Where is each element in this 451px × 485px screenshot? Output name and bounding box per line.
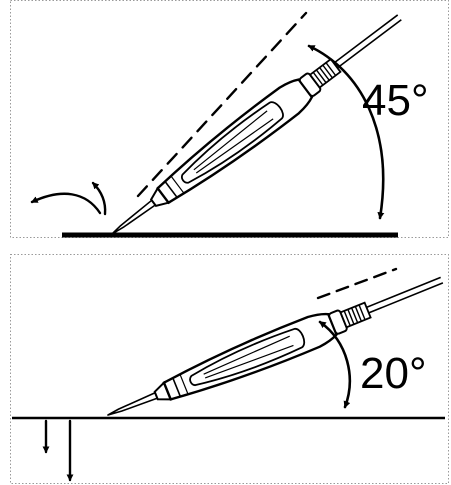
panel-20-degree: 20°: [10, 254, 450, 484]
soldering-pen: [100, 263, 450, 432]
lift-arrow-icon: [30, 192, 102, 215]
angle-arc-arrow-icon: [307, 44, 385, 220]
angle-guide-line: [316, 267, 398, 300]
angle-label: 20°: [360, 349, 427, 398]
panel-frame: [10, 254, 449, 484]
soldering-pen: [101, 3, 411, 249]
angle-label: 45°: [362, 76, 429, 125]
panel-45-degree: 45°: [10, 0, 449, 249]
angle-guide-line: [136, 11, 308, 198]
lift-arrow-icon: [91, 181, 107, 216]
angle-arc-arrow-icon: [318, 320, 352, 409]
